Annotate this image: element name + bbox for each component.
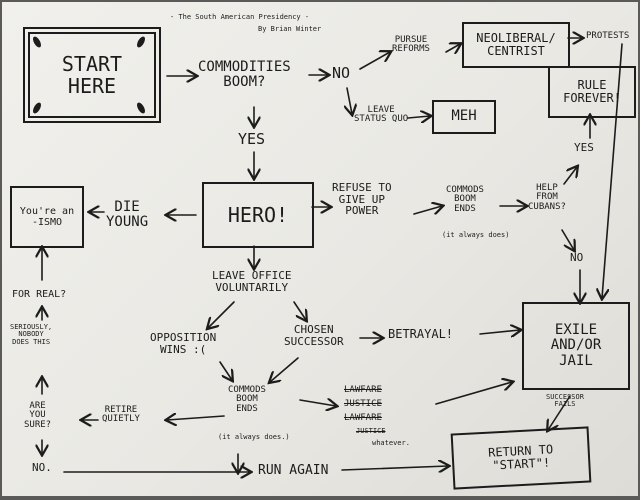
yes-label-2: YES — [574, 141, 594, 154]
successor-fails-label: SUCCESSOR FAILS — [546, 393, 584, 409]
hero-label: HERO! — [227, 203, 289, 227]
yes-label-1: YES — [238, 130, 266, 148]
arrow-lawfare-to-exile — [435, 382, 512, 405]
commods-boom-ends-2: COMMODS BOOM ENDS — [228, 385, 266, 414]
arrow-no-to-leave — [347, 87, 352, 114]
opposition-wins-label: OPPOSITION WINS :( — [150, 331, 217, 356]
arrow-successor-to-commods — [270, 357, 299, 382]
start-label: START HERE — [61, 52, 123, 98]
hero-box: HERO! — [202, 182, 314, 248]
always-note-2: (it always does.) — [218, 433, 290, 441]
arrow-leave-to-successor — [293, 301, 306, 320]
always-note-1: (it always does) — [442, 231, 510, 239]
are-you-sure-label: ARE YOU SURE? — [24, 401, 52, 430]
arrow-refuse-to-commods — [413, 206, 442, 215]
refuse-power-label: REFUSE TO GIVE UP POWER — [332, 181, 392, 218]
commods-boom-ends-1: COMMODS BOOM ENDS — [446, 185, 484, 214]
lawfare-label-1: LAWFARE — [344, 385, 382, 395]
arrow-run-to-return — [341, 466, 448, 470]
ismo-box: You're an -ISMO — [10, 186, 84, 248]
justice-label-2: JUSTICE — [356, 427, 386, 435]
arrow-commods-to-lawfare — [299, 400, 336, 406]
return-start-box: RETURN TO "START"! — [450, 426, 592, 490]
return-start-label: RETURN TO "START"! — [487, 442, 554, 473]
arrow-leave-to-meh — [407, 116, 430, 118]
arrow-help-to-no — [561, 229, 574, 250]
exile-jail-label: EXILE AND/OR JAIL — [550, 321, 602, 369]
seriously-label: SERIOUSLY, NOBODY DOES THIS — [10, 323, 53, 346]
run-again-label: RUN AGAIN — [258, 463, 329, 478]
diagram-author: By Brian Winter — [258, 25, 322, 33]
no-label-3: NO. — [32, 461, 52, 474]
commodities-boom-question: COMMODITIES BOOM? — [198, 59, 291, 90]
meh-box: MEH — [432, 100, 496, 134]
neoliberal-label: NEOLIBERAL/ CENTRIST — [476, 30, 556, 58]
protests-label: PROTESTS — [586, 31, 630, 41]
justice-label: JUSTICE — [344, 399, 382, 409]
arrow-opposition-to-commods — [219, 361, 232, 380]
diagram-title: - The South American Presidency - — [170, 13, 310, 21]
arrow-successor-fails — [548, 395, 571, 430]
help-cubans-label: HELP FROM CUBANS? — [528, 183, 566, 212]
lawfare-label-2: LAWFARE — [344, 413, 382, 423]
pursue-reforms-label: PURSUE REFORMS — [392, 35, 430, 55]
arrow-betrayal-to-exile — [479, 330, 520, 334]
no-label-2: NO — [570, 251, 584, 264]
for-real-label: FOR REAL? — [12, 289, 67, 300]
arrow-no-to-reforms — [359, 52, 390, 70]
rule-forever-box: RULE FOREVER! — [548, 66, 636, 118]
start-box: START HERE — [23, 27, 161, 123]
arrow-reforms-to-neoliberal — [445, 44, 460, 52]
arrow-help-to-yes — [563, 167, 577, 185]
arrow-protests-to-exile — [602, 43, 623, 298]
arrow-leave-to-opposition — [208, 301, 235, 328]
exile-jail-box: EXILE AND/OR JAIL — [522, 302, 630, 390]
betrayal-label: BETRAYAL! — [388, 327, 454, 341]
rule-forever-label: RULE FOREVER! — [563, 77, 621, 105]
neoliberal-box: NEOLIBERAL/ CENTRIST — [462, 22, 570, 68]
leave-office-label: LEAVE OFFICE VOLUNTARILY — [212, 269, 292, 294]
whatever-label: whatever. — [372, 439, 410, 447]
ismo-label: You're an -ISMO — [19, 206, 75, 228]
meh-label: MEH — [451, 108, 477, 125]
retire-quietly-label: RETIRE QUIETLY — [102, 405, 140, 425]
chosen-successor-label: CHOSEN SUCCESSOR — [284, 323, 344, 348]
leave-status-quo-label: LEAVE STATUS QUO — [354, 105, 409, 125]
arrow-commods-to-retire — [167, 416, 225, 420]
die-young-label: DIE YOUNG — [106, 199, 149, 230]
no-label-1: NO — [332, 64, 351, 82]
